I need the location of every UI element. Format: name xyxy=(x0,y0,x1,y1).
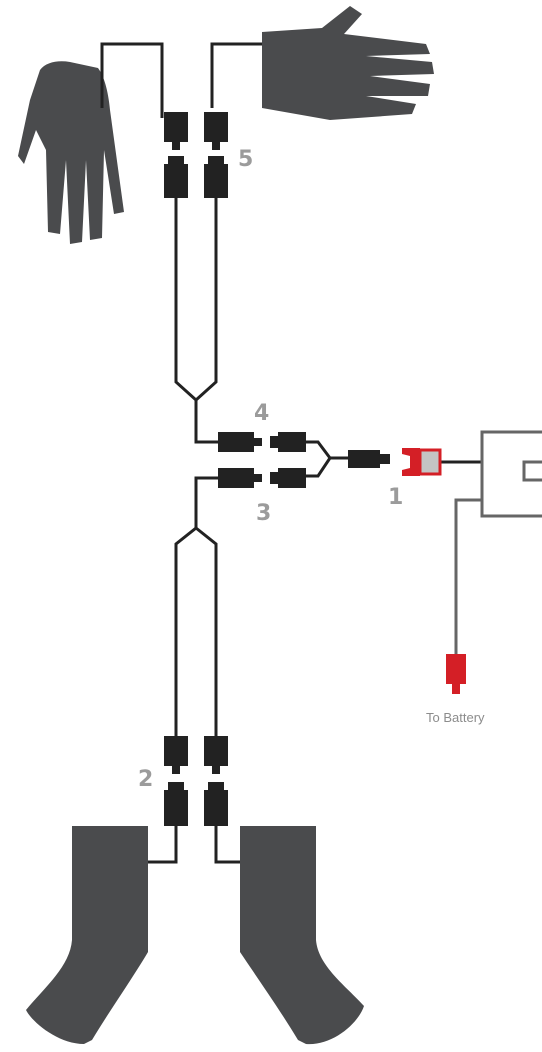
label-5: 5 xyxy=(238,147,253,172)
label-2: 2 xyxy=(138,767,153,792)
to-battery-label: To Battery xyxy=(426,710,485,725)
connector-pair-2 xyxy=(164,736,228,826)
right-glove-icon xyxy=(262,6,434,120)
label-3: 3 xyxy=(256,501,271,526)
wiring-harness xyxy=(100,42,542,864)
left-sock-icon xyxy=(26,826,148,1044)
battery-plug-icon xyxy=(446,654,466,694)
battery-connector xyxy=(402,448,442,476)
label-4: 4 xyxy=(254,401,269,426)
right-sock-icon xyxy=(240,826,364,1045)
label-1: 1 xyxy=(388,485,403,510)
connector-1 xyxy=(348,450,390,468)
connector-pair-5 xyxy=(164,112,228,198)
left-glove-icon xyxy=(18,61,124,244)
connector-pair-4 xyxy=(218,432,306,452)
connector-pair-3 xyxy=(218,468,306,488)
